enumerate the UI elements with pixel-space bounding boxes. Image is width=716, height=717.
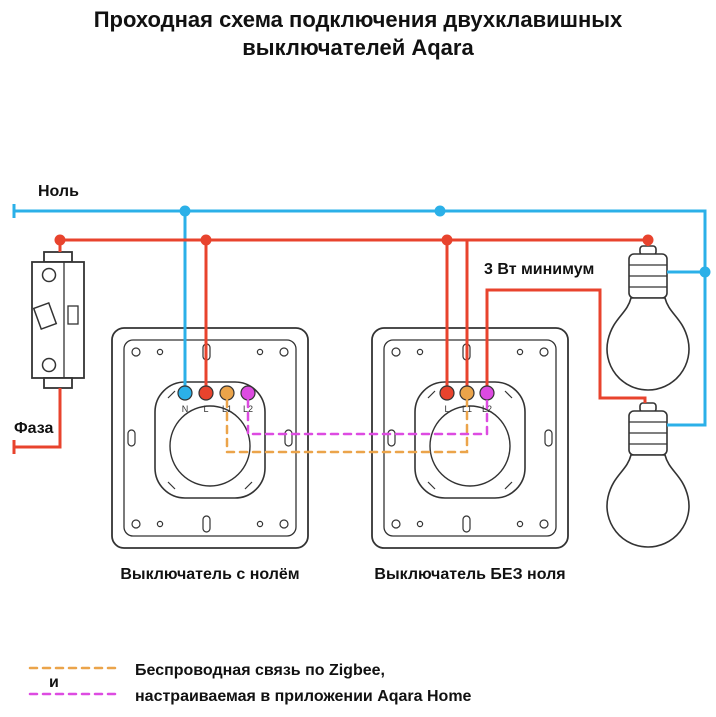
- label-neutral: Ноль: [38, 183, 79, 200]
- zigbee-link-L1: [225, 398, 469, 454]
- phase-junction-dots: [54, 234, 654, 246]
- caption-switch-right: Выключатель БЕЗ ноля: [374, 566, 565, 583]
- terminal-L-icon: [198, 385, 214, 401]
- terminal-L1-icon: [459, 385, 475, 401]
- switch-left: [111, 327, 309, 549]
- phase-line-bulb2: [485, 288, 647, 403]
- junction-dot: [54, 234, 66, 246]
- junction-dot: [441, 234, 453, 246]
- bulb-2-glass: [606, 454, 690, 548]
- page-title-line2: выключателей Aqara: [242, 35, 474, 60]
- bulb-1-glass: [606, 297, 690, 391]
- phase-wires: [12, 238, 650, 454]
- terminal-N-icon: [177, 385, 193, 401]
- terminal-L1-icon: [219, 385, 235, 401]
- switch-left-rotor: [169, 405, 251, 487]
- terminal-label: L1: [462, 404, 472, 414]
- phase-feed-breaker: [14, 388, 62, 449]
- switch-right: [371, 327, 569, 549]
- junction-dot: [642, 234, 654, 246]
- breaker-top-terminal: [43, 251, 73, 263]
- switch-right-rotor: [429, 405, 511, 487]
- terminal-label: L1: [222, 404, 232, 414]
- terminal-label: L2: [243, 404, 253, 414]
- legend: и Беспроводная связь по Zigbee, настраив…: [28, 662, 472, 705]
- label-phase: Фаза: [14, 420, 53, 437]
- junction-dot: [699, 266, 711, 278]
- zigbee-link-L2: [246, 398, 489, 436]
- neutral-junction-dots: [179, 205, 711, 278]
- legend-and: и: [49, 674, 59, 691]
- breaker-screw-top: [41, 267, 57, 283]
- caption-switch-left: Выключатель с нолём: [120, 566, 299, 583]
- junction-dot: [434, 205, 446, 217]
- terminals-right: [439, 385, 495, 401]
- label-min-power: 3 Вт минимум: [484, 261, 594, 278]
- neutral-main-wire: [14, 209, 707, 427]
- junction-dot: [200, 234, 212, 246]
- breaker-bottom-terminal: [43, 377, 73, 389]
- junction-dot: [179, 205, 191, 217]
- breaker-lever: [32, 301, 58, 331]
- terminal-label: N: [182, 404, 189, 414]
- terminal-L2-icon: [479, 385, 495, 401]
- bulb-2: [606, 402, 690, 548]
- breaker-screw-bottom: [41, 357, 57, 373]
- circuit-breaker: [31, 251, 85, 389]
- bulb-1: [606, 245, 690, 391]
- switch-right-notches: [427, 390, 513, 490]
- breaker-window: [67, 305, 79, 325]
- terminal-L-icon: [439, 385, 455, 401]
- terminal-L2-icon: [240, 385, 256, 401]
- legend-text-line1: Беспроводная связь по Zigbee,: [135, 662, 385, 679]
- page-title-line1: Проходная схема подключения двухклавишны…: [94, 7, 623, 32]
- terminals-left: [177, 385, 256, 401]
- terminal-label: L: [203, 404, 208, 414]
- terminal-label: L: [444, 404, 449, 414]
- legend-text-line2: настраиваемая в приложении Aqara Home: [135, 688, 472, 705]
